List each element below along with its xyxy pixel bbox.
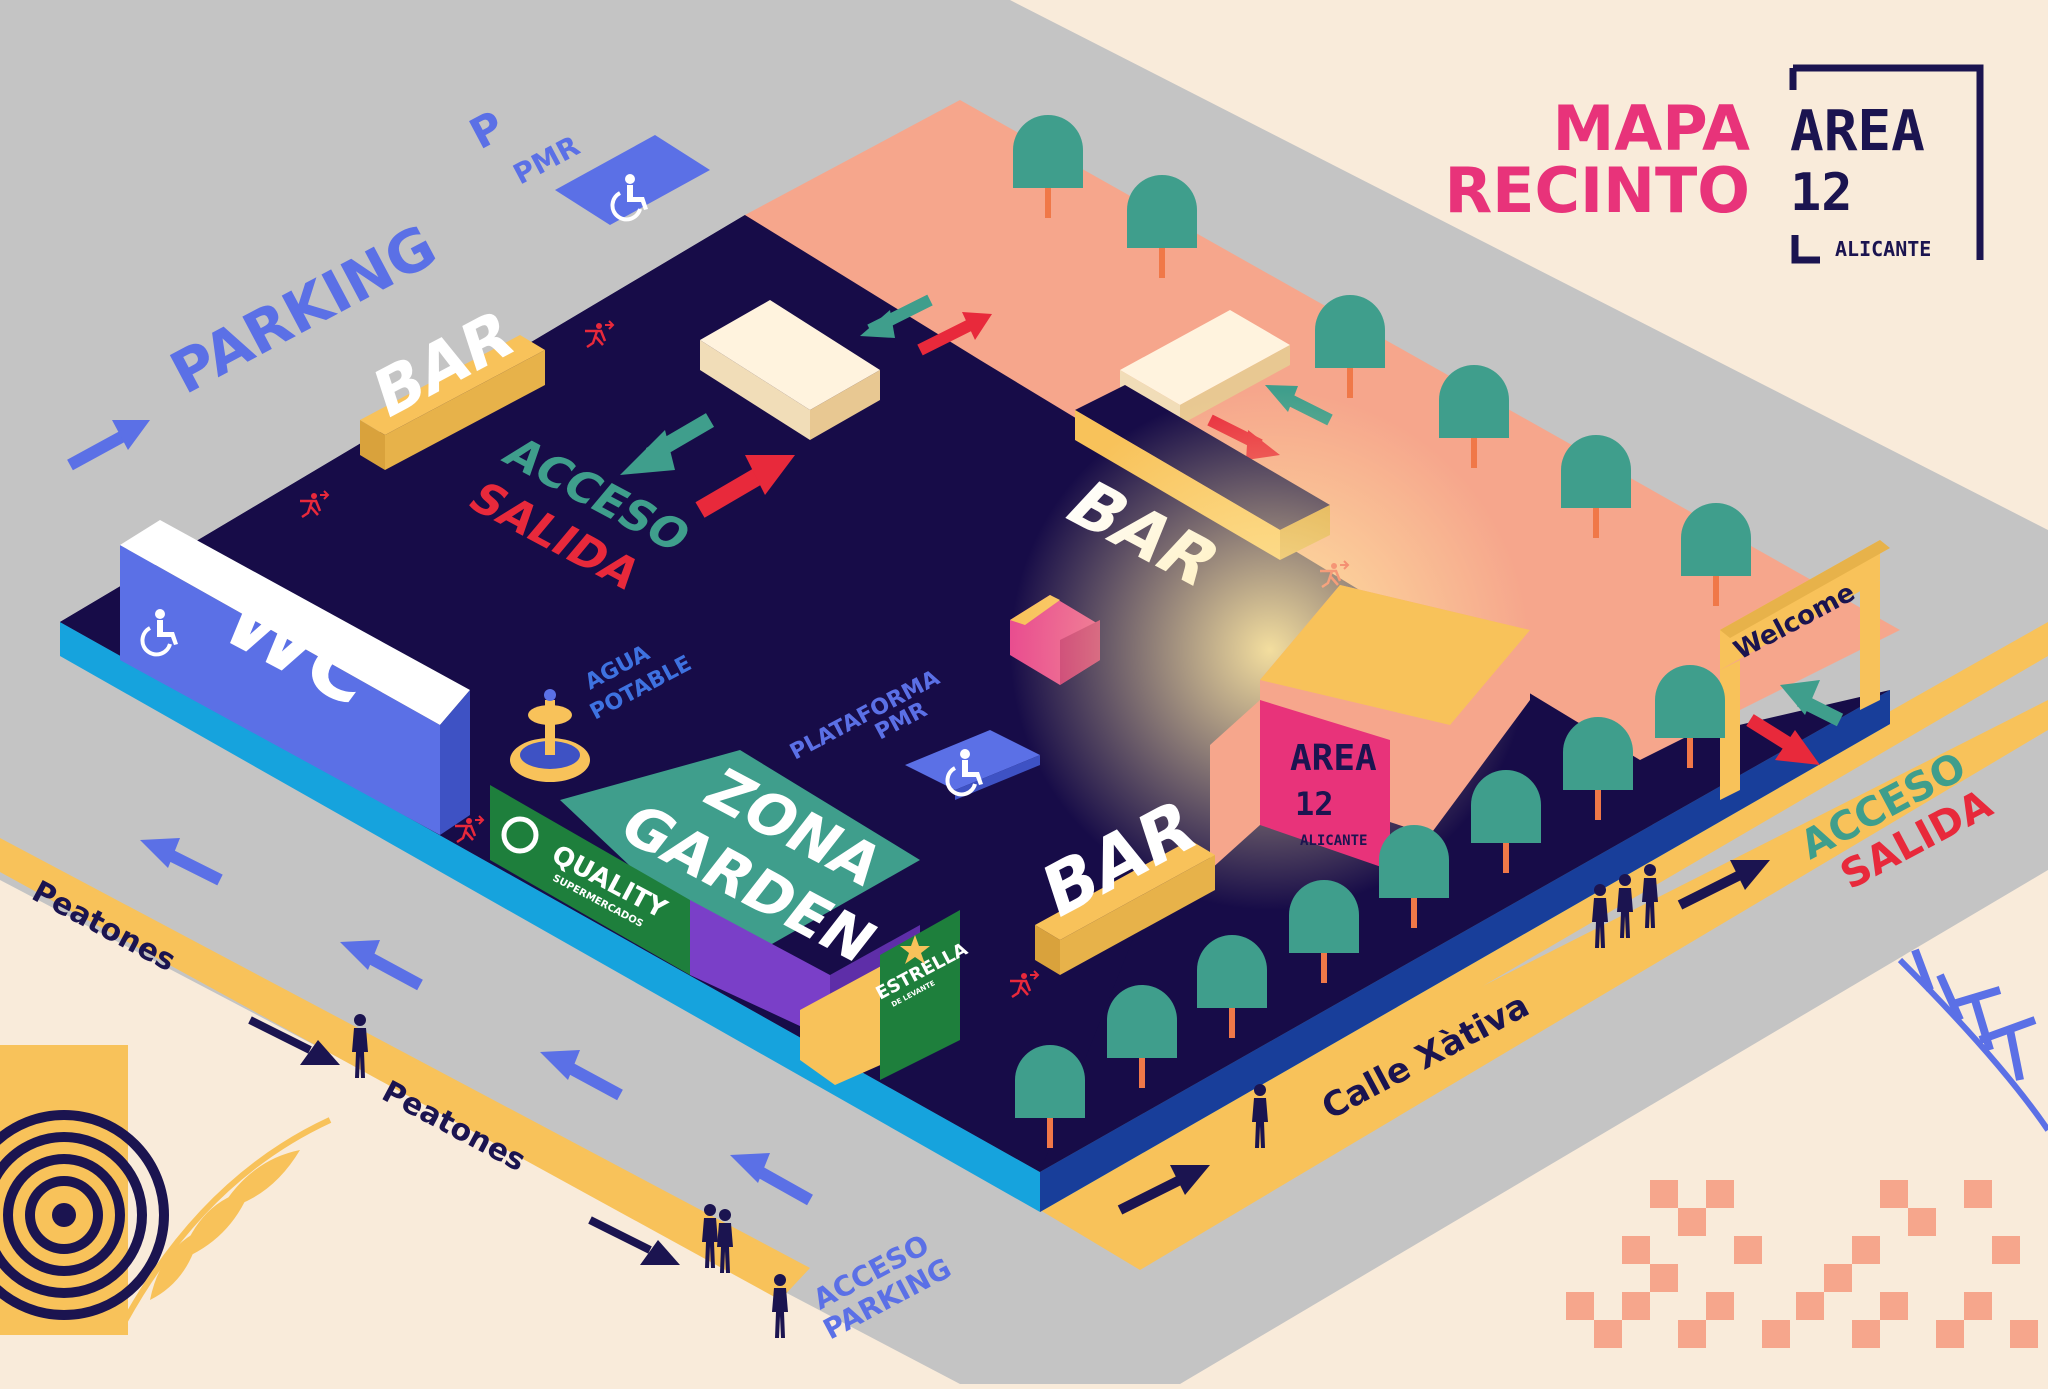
- leaf-icon: [117, 1117, 332, 1332]
- arrow-icon: [860, 294, 933, 338]
- main-stage-building: AREA 12 ALICANTE: [1210, 585, 1530, 870]
- arrow-icon: [1117, 1165, 1210, 1215]
- logo-line-1: AREA: [1790, 99, 1925, 164]
- arrow-icon: [730, 1153, 813, 1206]
- arrow-icon: [140, 838, 223, 886]
- estrella-star-icon: [900, 935, 930, 964]
- pmr-parking-spot: [555, 135, 710, 225]
- target-pattern-icon: [0, 1045, 169, 1335]
- stage-logo-text: AREA: [1290, 738, 1377, 779]
- leaf-icon: [1897, 948, 2048, 1132]
- logo-line-3: ALICANTE: [1835, 237, 1931, 261]
- arrow-icon: [248, 1016, 340, 1065]
- arrow-icon: [695, 455, 795, 518]
- arrow-icon: [1677, 860, 1770, 910]
- arrow-icon: [540, 1050, 623, 1101]
- fountain-icon: [510, 689, 590, 782]
- quality-logo-icon: [501, 816, 539, 854]
- entrance-barrier-1: [700, 300, 880, 440]
- arrow-icon: [1746, 714, 1820, 765]
- arrow-icon: [588, 1216, 680, 1265]
- zona-garden: ZONA GARDEN QUALITY SUPERMERCADOS ESTREL…: [490, 750, 971, 1085]
- welcome-arch: Welcome: [1720, 540, 1890, 800]
- arrow-icon: [67, 420, 150, 471]
- stage-logo-city: ALICANTE: [1300, 833, 1367, 849]
- title-line-2: RECINTO: [1444, 154, 1750, 227]
- title-line-1: MAPA: [1553, 92, 1750, 165]
- pedestrian-strip-left: [0, 838, 810, 1300]
- logo-line-2: 12: [1790, 163, 1853, 223]
- stage-logo-number: 12: [1295, 785, 1334, 823]
- pmr-platform: [905, 730, 1040, 800]
- venue-edge-dark: [1040, 690, 1890, 1212]
- sidewalk-bottom: [1040, 700, 2048, 1270]
- arrow-icon: [620, 413, 715, 475]
- checker-pattern-icon: [1566, 1180, 2038, 1348]
- area12-logo: AREA 12 ALICANTE: [1789, 64, 1984, 264]
- arrow-icon: [917, 312, 992, 356]
- arrow-icon: [340, 940, 423, 991]
- arrow-icon: [1780, 680, 1844, 727]
